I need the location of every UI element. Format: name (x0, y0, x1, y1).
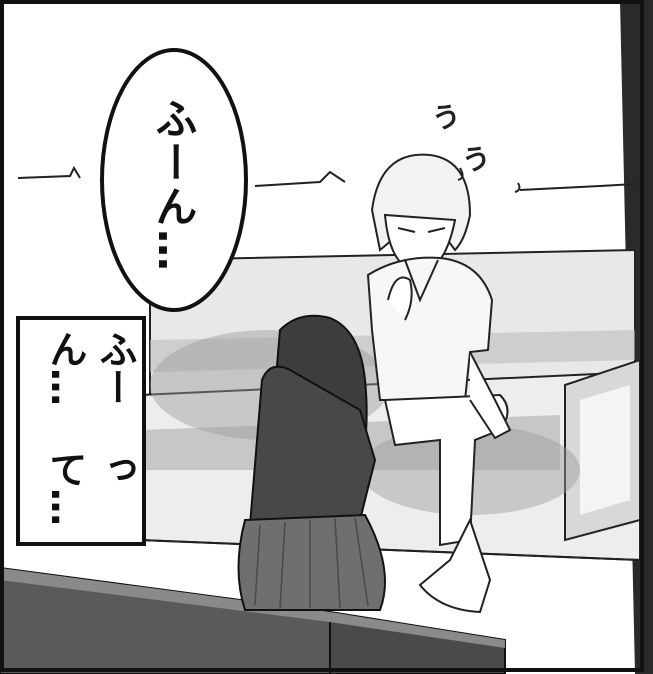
speech-bubble (100, 48, 248, 312)
narration-box (16, 316, 146, 546)
narration-line-2: って… (43, 450, 137, 526)
girl-character (237, 314, 386, 611)
boy-character (366, 153, 512, 614)
wall-lines (17, 165, 636, 191)
sweat-marks (457, 167, 521, 193)
narration-line-1: ふーん… (43, 330, 137, 406)
speech-bubble-text: ふーん… (149, 97, 198, 273)
narration-box-text: ふーん… って… (26, 326, 140, 540)
right-edge (620, 0, 653, 674)
